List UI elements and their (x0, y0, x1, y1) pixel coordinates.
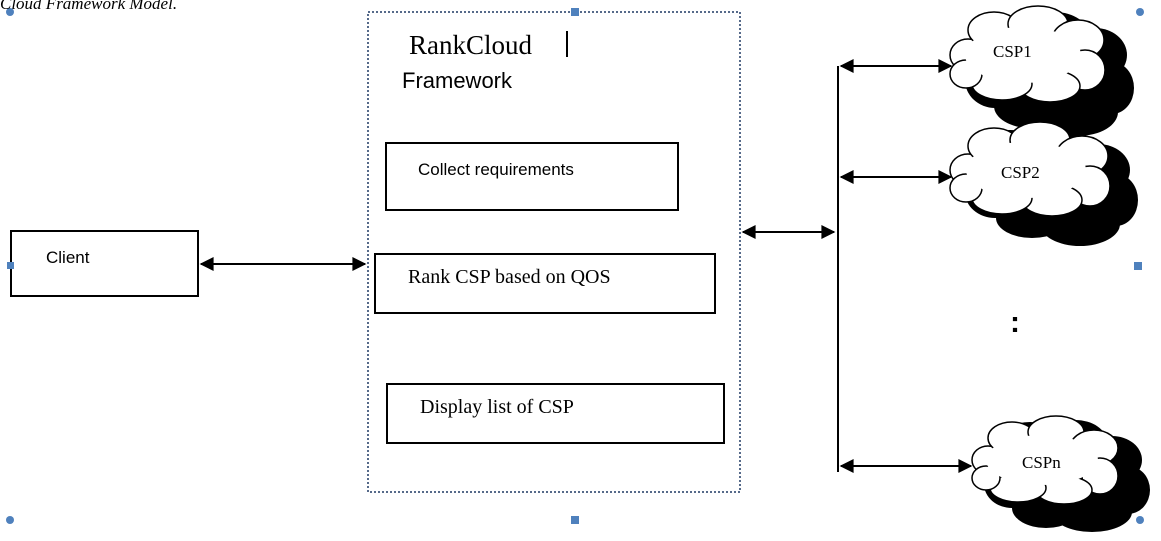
step-rank-csp: Rank CSP based on QOS (408, 266, 611, 288)
step-display-list: Display list of CSP (420, 396, 574, 418)
top-right-handle[interactable] (1136, 8, 1144, 16)
collect-requirements-box (385, 142, 679, 211)
csp1-label: CSP1 (993, 42, 1032, 61)
cloud-csp2-icon (949, 121, 1138, 246)
bottom-left-handle[interactable] (6, 516, 14, 524)
client-label: Client (46, 248, 90, 267)
rank-csp-box (374, 253, 716, 314)
client-left-handle[interactable] (7, 262, 14, 269)
cloud-csp1-icon (949, 5, 1134, 136)
client-box (10, 230, 199, 297)
step-collect-requirements: Collect requirements (418, 160, 574, 179)
framework-bottom-handle[interactable] (571, 516, 579, 524)
cspn-label: CSPn (1022, 453, 1061, 472)
framework-title-line1: RankCloud (409, 30, 533, 60)
bottom-right-handle[interactable] (1136, 516, 1144, 524)
display-list-box (386, 383, 725, 444)
framework-title-line2: Framework (402, 68, 513, 93)
cloud-cspn-icon (971, 415, 1150, 532)
right-handle[interactable] (1134, 262, 1142, 270)
framework-box[interactable] (367, 11, 741, 493)
ellipsis-label: : (1010, 306, 1020, 339)
framework-top-handle[interactable] (571, 8, 579, 16)
selection-handles (6, 8, 1144, 524)
top-left-handle[interactable] (6, 8, 14, 16)
csp2-label: CSP2 (1001, 163, 1040, 182)
figure-caption: Cloud Framework Model. (0, 0, 178, 13)
